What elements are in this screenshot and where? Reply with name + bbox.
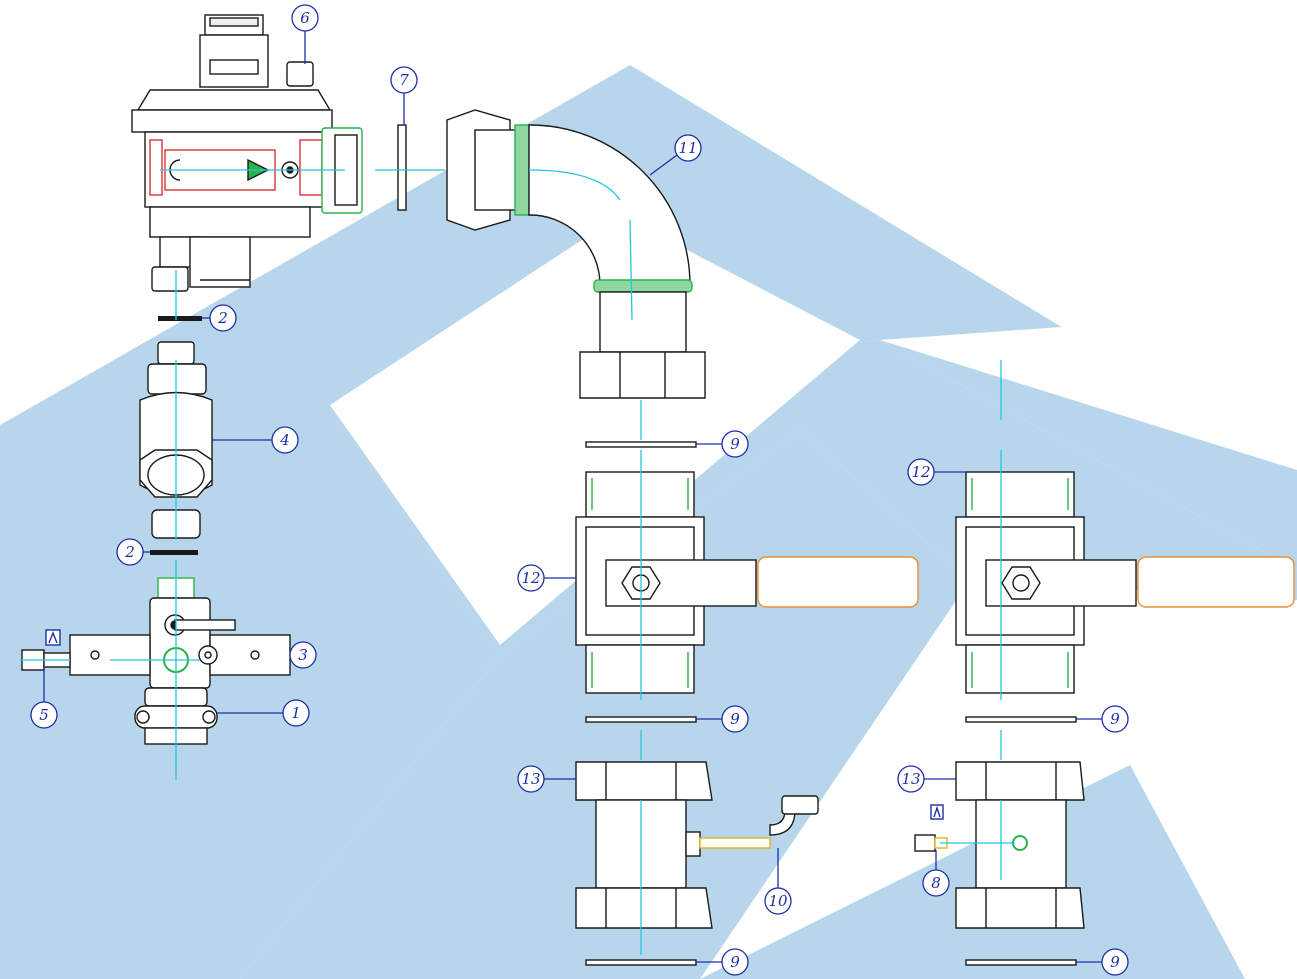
callout-6: 6 [291, 4, 319, 32]
callout-3: 3 [289, 641, 317, 669]
svg-text:8: 8 [931, 874, 941, 892]
svg-text:12: 12 [911, 463, 930, 481]
callout-1: 1 [282, 699, 310, 727]
svg-text:9: 9 [1110, 953, 1120, 971]
ball-valve-handle [757, 556, 919, 608]
svg-text:9: 9 [730, 710, 740, 728]
svg-text:5: 5 [39, 706, 49, 724]
svg-text:4: 4 [279, 431, 290, 449]
centerlines [20, 169, 1015, 955]
elbow-bottom-nut [579, 351, 706, 399]
ball-valve-middle [575, 471, 919, 694]
svg-text:1: 1 [291, 704, 301, 722]
union-tee-right [914, 761, 1085, 929]
elbow-body [528, 124, 691, 286]
svg-text:2: 2 [217, 309, 228, 327]
callout-13-right: 13 [897, 765, 925, 793]
svg-text:7: 7 [399, 71, 409, 89]
callout-11: 11 [674, 134, 702, 162]
callout-8: 8 [922, 869, 950, 897]
elbow-assembly [397, 109, 706, 399]
callout-12-middle: 12 [517, 564, 545, 592]
callout-9-b: 9 [721, 705, 749, 733]
svg-text:13: 13 [521, 770, 540, 788]
svg-text:11: 11 [678, 139, 697, 157]
svg-text:6: 6 [300, 9, 310, 27]
gasket-7 [397, 124, 407, 211]
svg-text:2: 2 [124, 543, 135, 561]
callout-2-upper: 2 [209, 304, 237, 332]
callout-9-a: 9 [721, 430, 749, 458]
braze-joint [514, 124, 530, 216]
seal-washer-2-upper [158, 316, 202, 321]
svg-text:3: 3 [298, 646, 308, 664]
svg-text:13: 13 [901, 770, 920, 788]
svg-text:12: 12 [521, 569, 540, 587]
callout-7: 7 [390, 66, 418, 94]
mounting-bracket-right [209, 634, 291, 676]
callout-4: 4 [271, 426, 299, 454]
watermark-cutouts [330, 215, 1297, 645]
callout-12-right: 12 [907, 458, 935, 486]
callout-9-d: 9 [1101, 705, 1129, 733]
svg-text:9: 9 [1110, 710, 1120, 728]
ball-valve-right [955, 471, 1295, 694]
callout-10: 10 [764, 887, 792, 915]
mounting-bracket-left [69, 634, 151, 676]
ball-valve-handle-right [1137, 556, 1295, 608]
callout-13-middle: 13 [517, 765, 545, 793]
callouts: 1 2 2 3 4 5 6 7 [30, 4, 1129, 976]
callout-9-c: 9 [721, 948, 749, 976]
test-nipple-8 [914, 834, 936, 852]
leader-lines [43, 30, 1102, 963]
svg-text:10: 10 [768, 892, 788, 910]
vent-port [286, 61, 314, 87]
svg-text:9: 9 [730, 435, 740, 453]
svg-text:9: 9 [730, 953, 740, 971]
callout-2-lower: 2 [116, 538, 144, 566]
callout-9-e: 9 [1101, 948, 1129, 976]
seal-washer-2-lower [150, 550, 198, 555]
callout-5: 5 [30, 701, 58, 729]
